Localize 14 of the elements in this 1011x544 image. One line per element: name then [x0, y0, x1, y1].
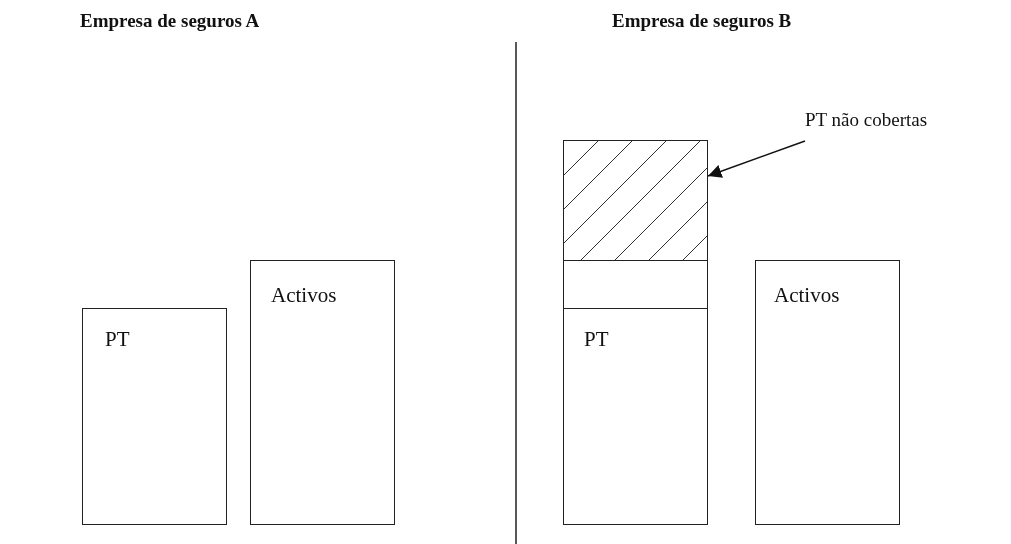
column-heading: Empresa de seguros B: [612, 10, 792, 32]
leader-arrow: [707, 140, 806, 178]
bar: [755, 260, 900, 525]
annotation-text: PT não cobertas: [805, 108, 929, 132]
bar: [563, 260, 708, 309]
bar: [250, 260, 395, 525]
bar: [82, 308, 227, 525]
bar-label: Activos: [271, 283, 337, 308]
bar-label: Activos: [774, 283, 840, 308]
column-heading: Empresa de seguros A: [80, 10, 260, 32]
bar: [563, 308, 708, 525]
hatched-bar: [563, 140, 708, 261]
bar-label: PT: [105, 327, 130, 352]
bar-label: PT: [584, 327, 609, 352]
